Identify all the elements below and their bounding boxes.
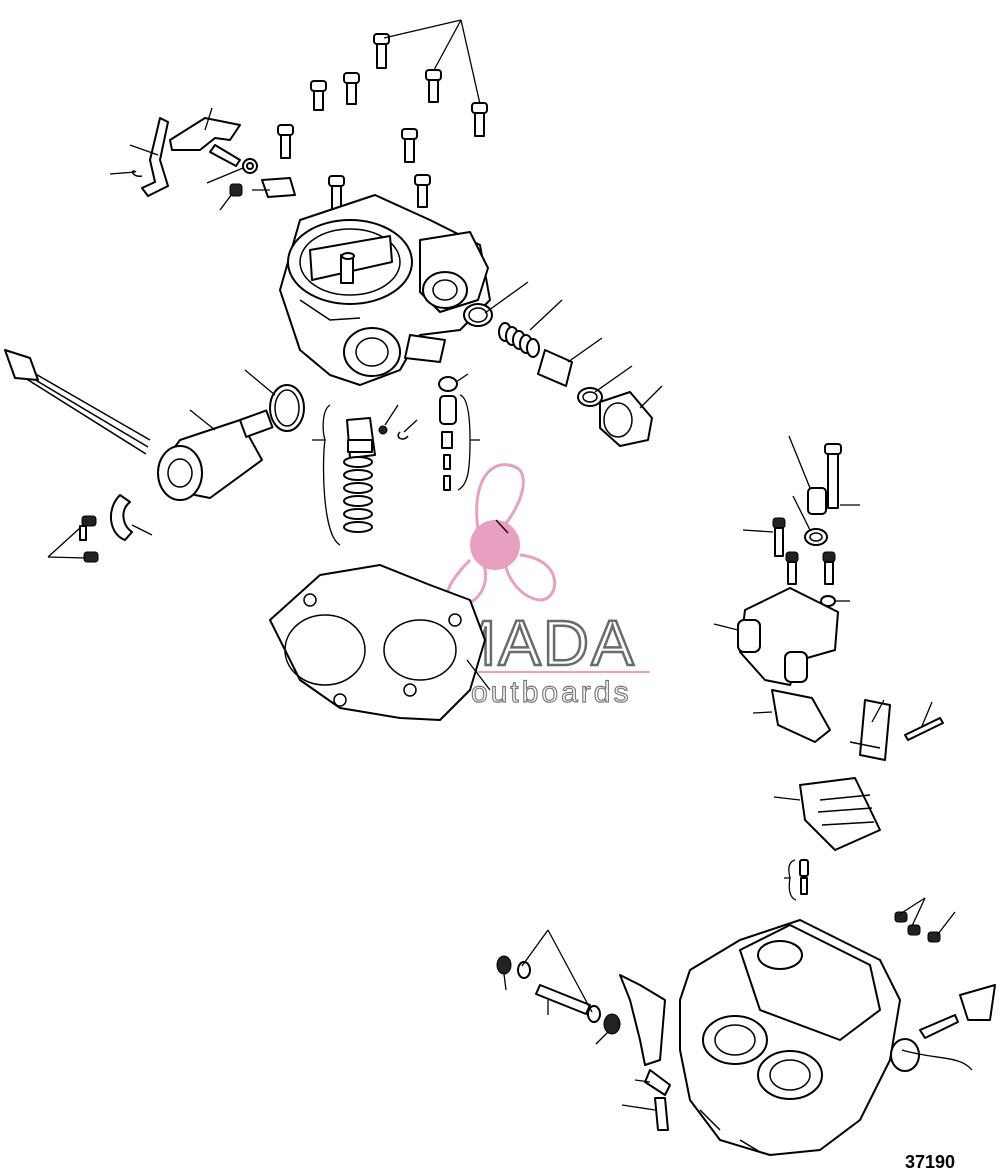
screws-and-bracket — [79, 494, 133, 563]
throttle-stud-parts — [496, 955, 621, 1035]
choke-housing-parts — [737, 443, 944, 851]
throttle-body — [619, 919, 996, 1156]
air-horn-body — [279, 194, 491, 386]
choke-solenoid — [4, 349, 305, 501]
gasket-35 — [269, 564, 486, 721]
screws-18-19 — [894, 911, 941, 943]
needle-and-spring-parts — [343, 376, 458, 533]
small-screw-7 — [799, 859, 809, 895]
figure-number: 37190 — [905, 1152, 955, 1172]
bolts-top — [277, 33, 488, 210]
throttle-linkage — [131, 117, 296, 198]
leader-lines — [47, 19, 973, 1111]
fuel-inlet-parts — [463, 303, 653, 447]
